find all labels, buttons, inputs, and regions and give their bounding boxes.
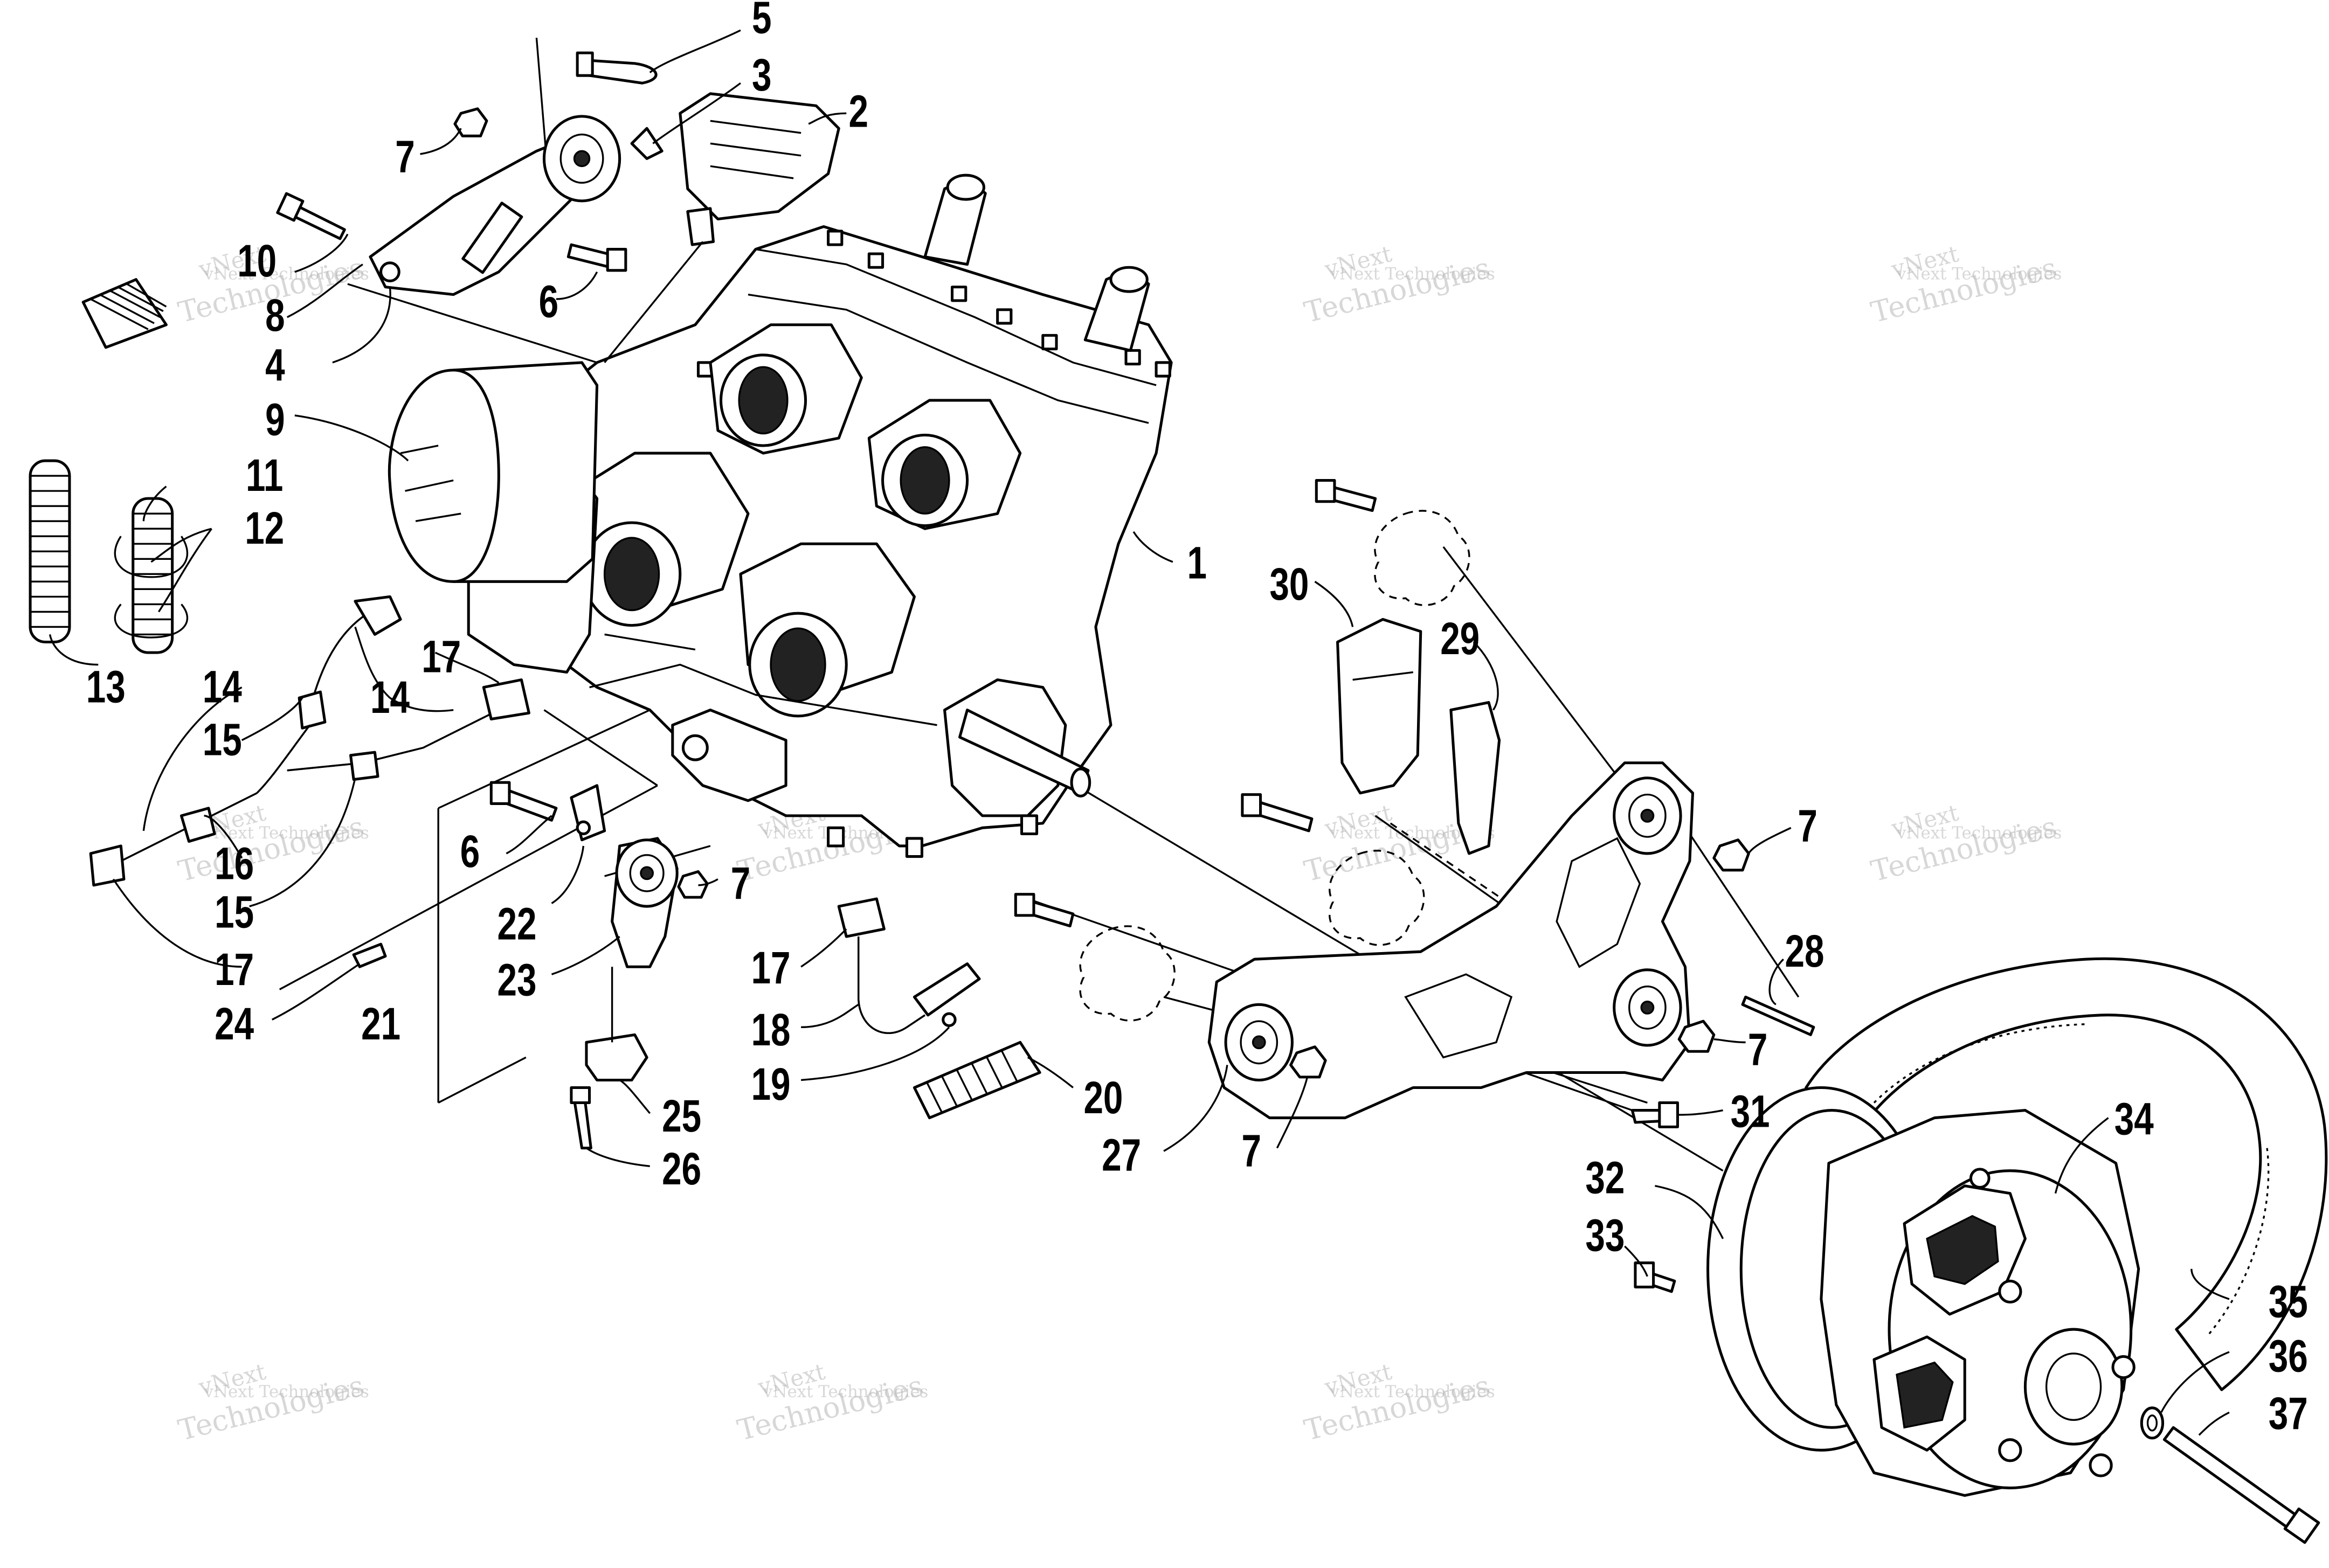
- callout-35: 35: [2269, 1276, 2308, 1327]
- bushing: [1613, 968, 1682, 1047]
- callout-27: 27: [1102, 1130, 1141, 1181]
- air-intake-bracket: [679, 92, 840, 221]
- callout-5: 5: [752, 0, 771, 43]
- callout-6: 6: [460, 826, 480, 877]
- engine-plate: [1207, 761, 1695, 1120]
- callout-10: 10: [237, 235, 277, 286]
- callout-25: 25: [662, 1091, 701, 1141]
- callout-15: 15: [215, 887, 254, 938]
- watermark: vNext Technologies vNext Technologies: [1301, 240, 1495, 329]
- svg-text:vNext Technologies: vNext Technologies: [1330, 265, 1495, 284]
- callout-6: 6: [539, 276, 558, 327]
- callout-7: 7: [1748, 1024, 1767, 1075]
- leader-lines: [49, 29, 2230, 1436]
- svg-text:vNext Technologies: vNext Technologies: [204, 1382, 369, 1402]
- callout-11: 11: [246, 450, 283, 501]
- callout-labels: 5 3 2 7 10 6 8 4 9 11 12 1 30 29 17 14 1…: [86, 0, 2308, 1439]
- callout-15: 15: [203, 714, 242, 765]
- callout-32: 32: [1585, 1153, 1625, 1203]
- svg-text:vNext Technologies: vNext Technologies: [1330, 1382, 1495, 1402]
- svg-text:vNext Technologies: vNext Technologies: [1896, 823, 2062, 843]
- spring-group: [29, 459, 189, 654]
- watermark: vNext Technologies vNext Technologies: [1868, 799, 2062, 888]
- chaincase-bracket: [1014, 478, 1815, 1128]
- fuel-line-group: [89, 595, 530, 887]
- callout-20: 20: [1083, 1072, 1123, 1123]
- spring-20: [913, 1040, 1041, 1120]
- callout-4: 4: [265, 340, 285, 391]
- callout-19: 19: [751, 1059, 791, 1109]
- callout-13: 13: [86, 662, 126, 712]
- callout-2: 2: [848, 86, 868, 137]
- callout-9: 9: [265, 394, 285, 445]
- drive-belt: [1805, 957, 2328, 1391]
- callout-37: 37: [2269, 1388, 2308, 1439]
- callout-30: 30: [1269, 559, 1309, 609]
- callout-36: 36: [2269, 1331, 2308, 1382]
- bushing: [1224, 1003, 1294, 1082]
- callout-22: 22: [497, 899, 536, 949]
- callout-3: 3: [752, 50, 771, 100]
- callout-12: 12: [245, 503, 284, 553]
- watermark: vNext Technologies vNext Technologies: [1868, 240, 2062, 329]
- watermark: vNext Technologies vNext Technologies: [734, 1358, 928, 1447]
- spring: [81, 278, 168, 349]
- callout-29: 29: [1440, 613, 1480, 664]
- callout-18: 18: [751, 1004, 791, 1055]
- callout-26: 26: [662, 1143, 701, 1194]
- spring-short: [114, 497, 189, 654]
- svg-text:vNext Technologies: vNext Technologies: [1896, 265, 2062, 284]
- callout-17: 17: [421, 632, 461, 682]
- misc-small-parts: [837, 897, 1041, 1120]
- callout-14: 14: [203, 662, 242, 712]
- drive-clutch-assembly: [1634, 957, 2328, 1544]
- watermark: vNext Technologies vNext Technologies: [1301, 1358, 1495, 1447]
- callout-17: 17: [215, 944, 254, 995]
- callout-21: 21: [361, 998, 400, 1049]
- callout-8: 8: [265, 290, 285, 341]
- callout-17: 17: [751, 942, 791, 993]
- recoil-cover: [388, 361, 599, 583]
- bushing: [1613, 776, 1682, 855]
- spring-long: [29, 459, 71, 643]
- watermark: vNext Technologies vNext Technologies: [175, 1358, 369, 1447]
- callout-24: 24: [215, 998, 254, 1049]
- svg-text:vNext Technologies: vNext Technologies: [763, 1382, 928, 1402]
- callout-1: 1: [1187, 538, 1207, 588]
- callout-33: 33: [1585, 1210, 1625, 1260]
- clip: [630, 127, 664, 160]
- callout-34: 34: [2114, 1094, 2154, 1144]
- callout-7: 7: [395, 131, 414, 182]
- lower-mount-group: [352, 781, 709, 1150]
- callout-28: 28: [1785, 926, 1825, 976]
- svg-text:vNext Technologies: vNext Technologies: [204, 265, 369, 284]
- callout-31: 31: [1731, 1086, 1770, 1137]
- hitch-pin: [588, 59, 658, 85]
- engine-assembly: [467, 174, 1173, 858]
- upper-mount-group: [81, 37, 840, 363]
- callout-23: 23: [497, 955, 536, 1005]
- callout-7: 7: [731, 858, 750, 908]
- exhaust-block: [1336, 618, 1422, 795]
- callout-7: 7: [1798, 801, 1817, 851]
- callout-7: 7: [1241, 1125, 1261, 1176]
- callout-16: 16: [215, 838, 254, 889]
- callout-14: 14: [370, 672, 410, 723]
